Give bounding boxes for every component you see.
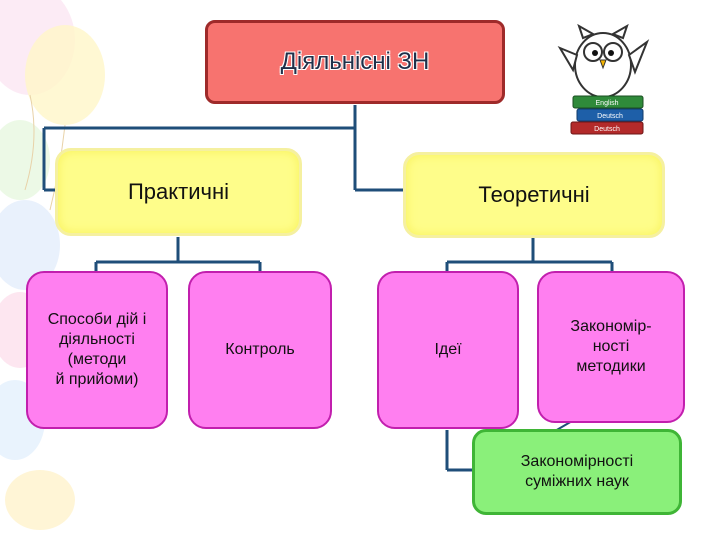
book-label-3: Deutsch (594, 126, 620, 133)
ideas-label: Ідеї (434, 341, 462, 358)
methods-line-1: Способи дій і (47, 311, 147, 328)
theoretical-label: Теоретичні (478, 182, 590, 208)
related-sciences-node: Закономірності суміжних наук (472, 429, 682, 515)
methods-node: Способи дій і діяльності (методи й прийо… (26, 271, 168, 429)
practical-label: Практичні (127, 179, 230, 205)
owl-with-books-illustration: English Deutsch Deutsch (557, 23, 650, 135)
methods-line-3: (методи (67, 351, 127, 368)
regularities-line-1: Закономір- (570, 318, 652, 335)
practical-node: Практичні (55, 148, 302, 236)
regularities-node: Закономір- ності методики (537, 271, 685, 423)
methods-line-4: й прийоми) (55, 371, 139, 388)
ideas-node: Ідеї (377, 271, 519, 429)
theoretical-node: Теоретичні (403, 152, 665, 238)
regularities-line-2: ності (592, 338, 630, 355)
related-line-1: Закономірності (520, 453, 634, 470)
regularities-line-3: методики (576, 358, 646, 375)
control-label: Контроль (225, 341, 295, 358)
related-line-2: суміжних наук (525, 473, 629, 490)
book-label-2: Deutsch (597, 113, 623, 120)
root-node: Діяльнісні ЗН (205, 20, 505, 104)
book-label-1: English (596, 100, 619, 107)
root-label: Діяльнісні ЗН (280, 48, 430, 75)
methods-line-2: діяльності (59, 331, 135, 348)
control-node: Контроль (188, 271, 332, 429)
